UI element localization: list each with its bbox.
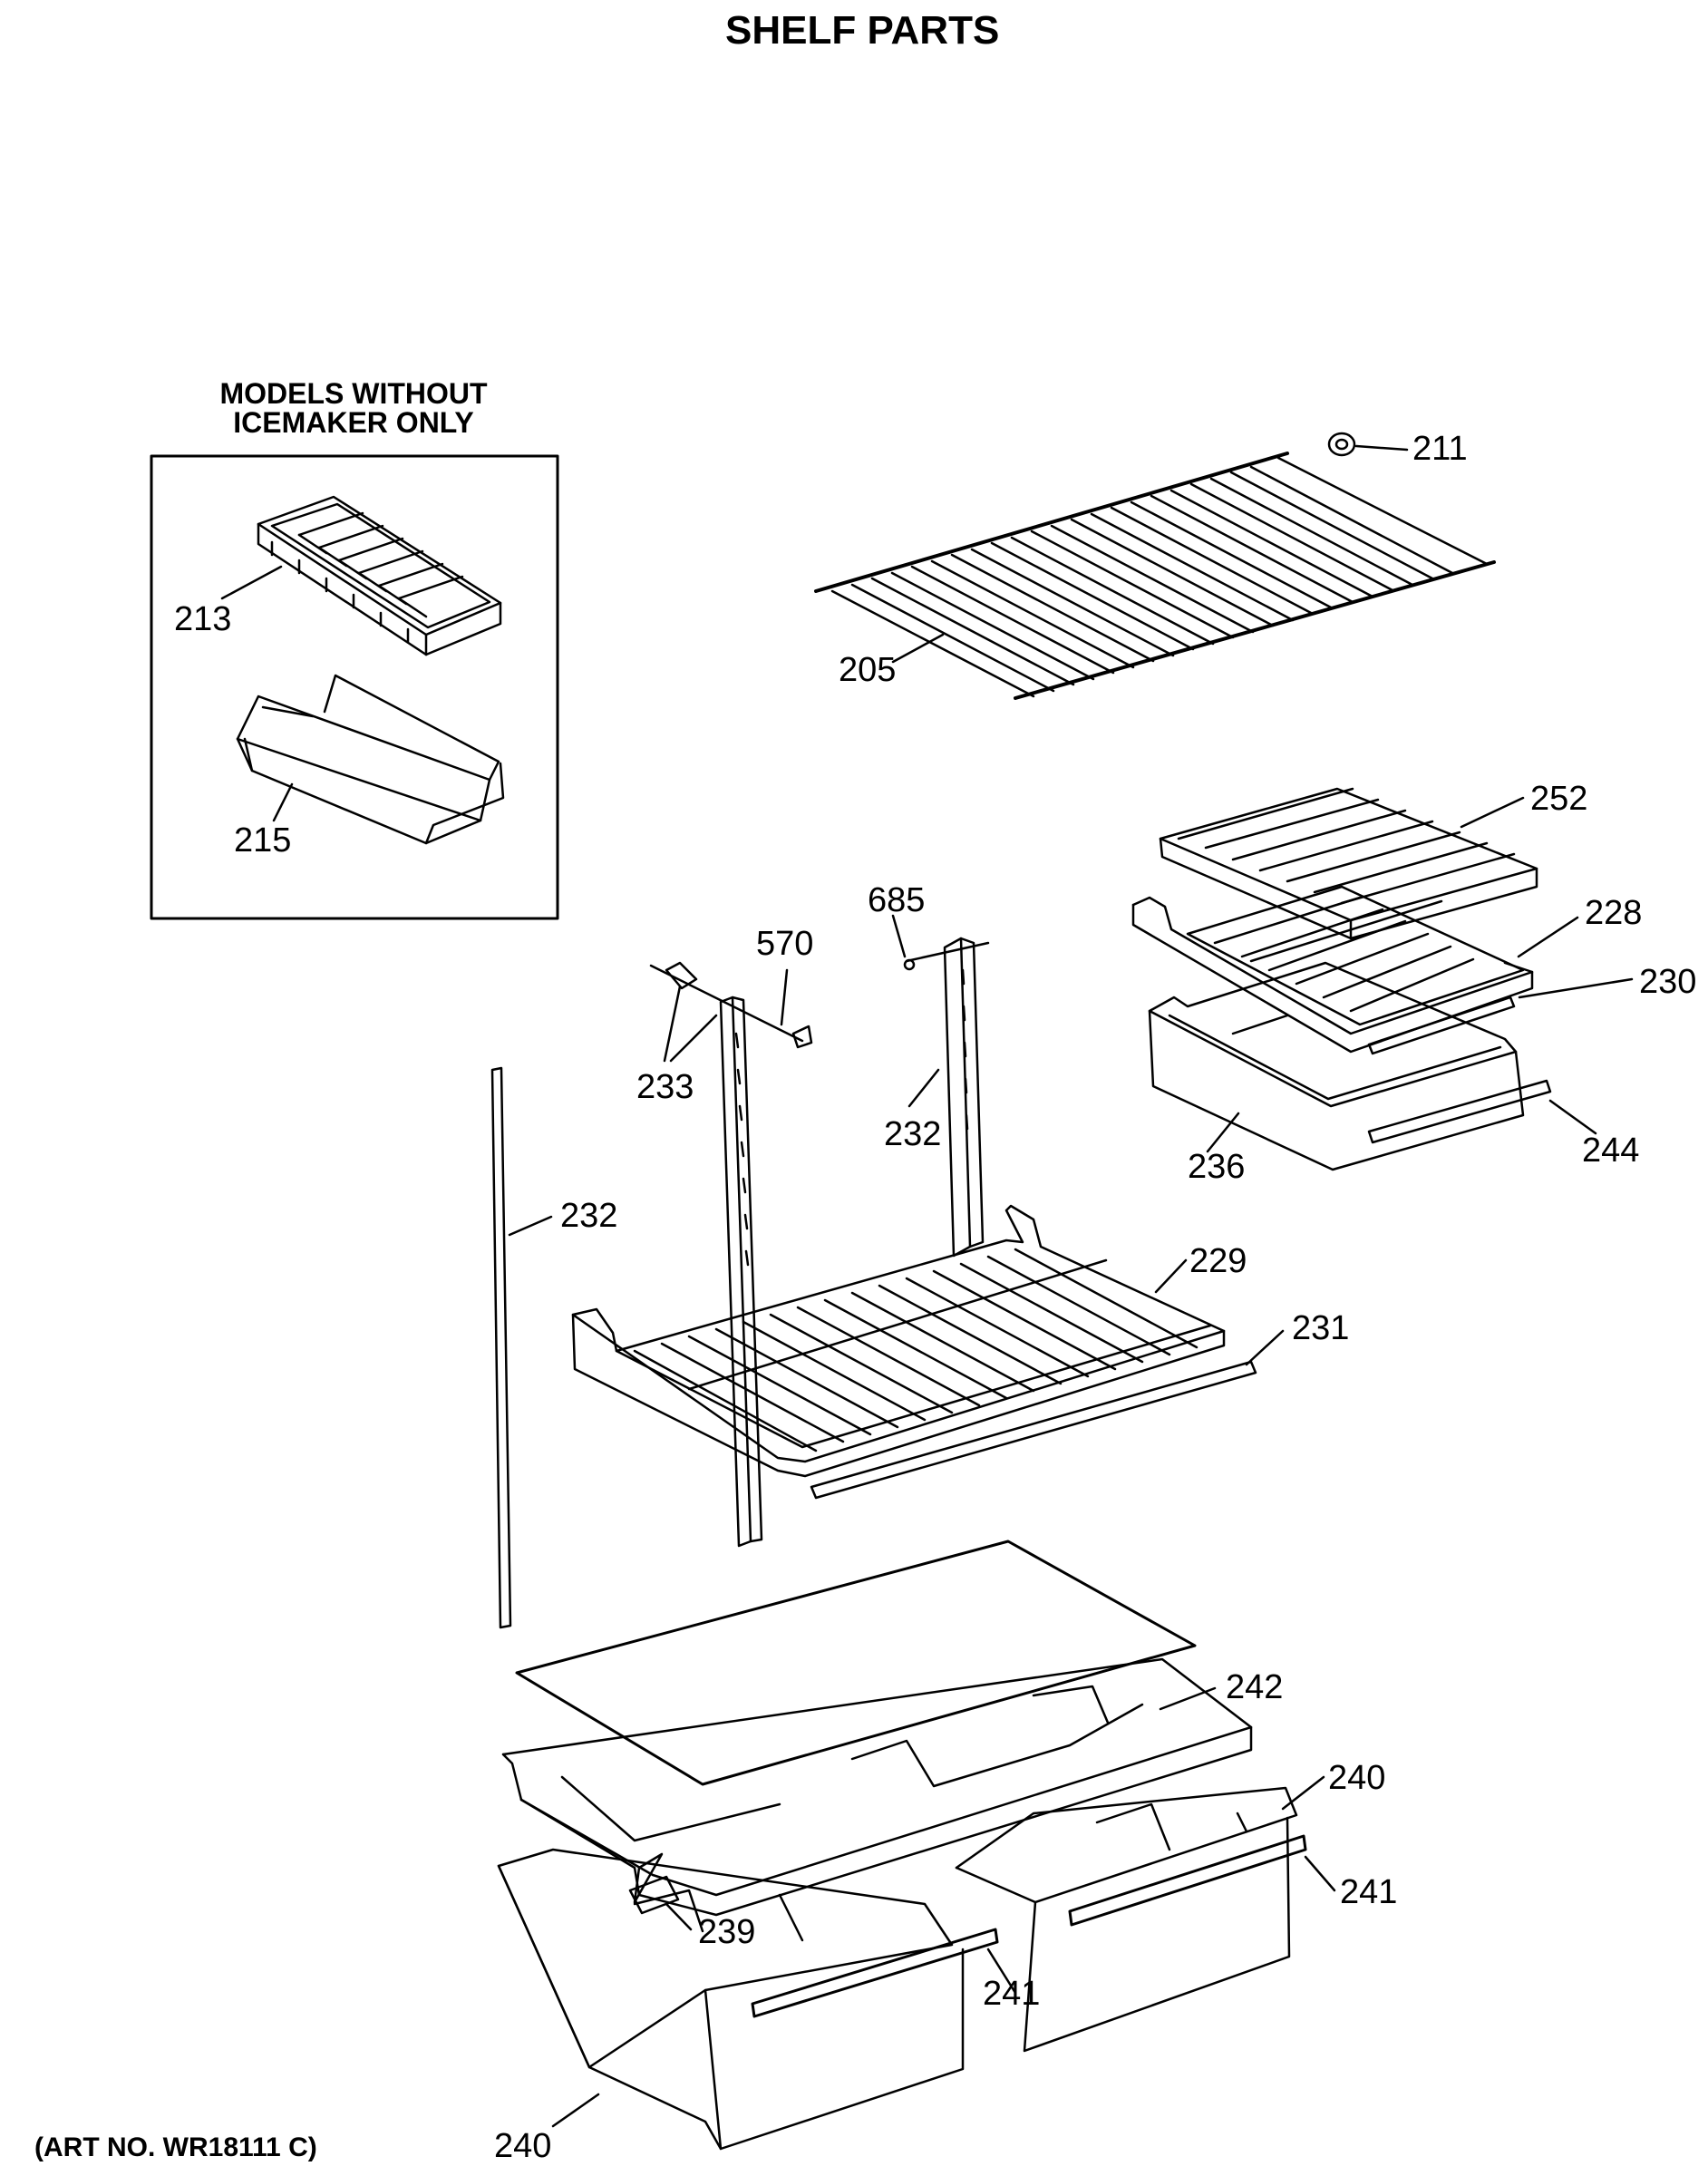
callout-232-left: 232 (560, 1197, 618, 1235)
leader-213 (222, 567, 281, 598)
callout-228: 228 (1585, 894, 1643, 932)
wire-shelf-205 (816, 453, 1494, 698)
callout-211: 211 (1412, 430, 1468, 468)
callout-241-right: 241 (1340, 1873, 1398, 1911)
pan-236 (1150, 963, 1523, 1170)
shelf-frame-228 (1133, 887, 1532, 1052)
callout-685: 685 (868, 881, 926, 919)
callout-244: 244 (1582, 1132, 1640, 1170)
callout-229: 229 (1189, 1242, 1247, 1280)
leader-252 (1461, 798, 1523, 827)
leader-233b (671, 1015, 716, 1061)
leader-211 (1356, 446, 1407, 450)
inset-title-line1: MODELS WITHOUT (219, 377, 488, 410)
leader-231 (1247, 1331, 1283, 1365)
drawer-240-left (499, 1850, 997, 2149)
leader-229 (1156, 1260, 1186, 1292)
leader-232b (509, 1217, 551, 1235)
glass-shelf-252 (1160, 789, 1537, 938)
callout-241-left: 241 (983, 1975, 1041, 2013)
callout-252: 252 (1530, 780, 1588, 818)
leader-241a (1305, 1857, 1334, 1890)
callout-242: 242 (1226, 1668, 1284, 1706)
leader-240b (553, 2094, 598, 2126)
leader-215 (274, 784, 292, 821)
callout-215: 215 (234, 821, 292, 860)
trim-244 (1369, 1081, 1550, 1142)
inset-box (151, 456, 558, 918)
slide-239 (630, 1877, 678, 1913)
callout-213: 213 (174, 600, 232, 638)
trim-231 (811, 1362, 1256, 1498)
rail-232-right (905, 938, 988, 1256)
callout-230: 230 (1639, 963, 1697, 1001)
callout-232-right: 232 (884, 1115, 942, 1153)
callout-236: 236 (1188, 1148, 1246, 1186)
shelf-229 (573, 1206, 1224, 1476)
callout-231: 231 (1292, 1309, 1350, 1347)
art-number: (ART NO. WR18111 C) (34, 2132, 317, 2162)
callout-240-left: 240 (494, 2127, 552, 2165)
leader-685 (893, 916, 905, 957)
callout-233: 233 (636, 1068, 694, 1106)
callout-570: 570 (756, 925, 814, 963)
cover-242 (503, 1541, 1251, 1915)
inset-title-line2: ICEMAKER ONLY (233, 406, 474, 439)
leader-570 (781, 970, 787, 1025)
page-title: SHELF PARTS (725, 8, 1000, 53)
leader-244 (1550, 1101, 1596, 1133)
callout-239: 239 (698, 1913, 756, 1951)
leader-242 (1160, 1688, 1215, 1709)
inset-box-title: MODELS WITHOUT ICEMAKER ONLY (190, 379, 517, 437)
trim-230 (1369, 997, 1514, 1054)
drawer-240-right (956, 1788, 1305, 2051)
leader-232a (909, 1070, 938, 1106)
leader-233a (665, 986, 680, 1061)
rail-middle (721, 997, 762, 1546)
leader-239 (666, 1904, 691, 1929)
rail-232-left (492, 1068, 510, 1627)
ice-bin-part (238, 675, 503, 843)
leader-236 (1208, 1113, 1238, 1151)
leader-228 (1519, 918, 1577, 957)
callout-240-right: 240 (1328, 1759, 1386, 1797)
callout-205: 205 (839, 651, 897, 689)
leader-241b (988, 1949, 1015, 1993)
ice-tray-part (258, 497, 500, 655)
clip-233 (651, 963, 811, 1047)
leader-205 (893, 635, 943, 662)
leader-240a (1283, 1777, 1324, 1809)
nut-211 (1329, 433, 1354, 455)
leader-230 (1519, 979, 1632, 997)
